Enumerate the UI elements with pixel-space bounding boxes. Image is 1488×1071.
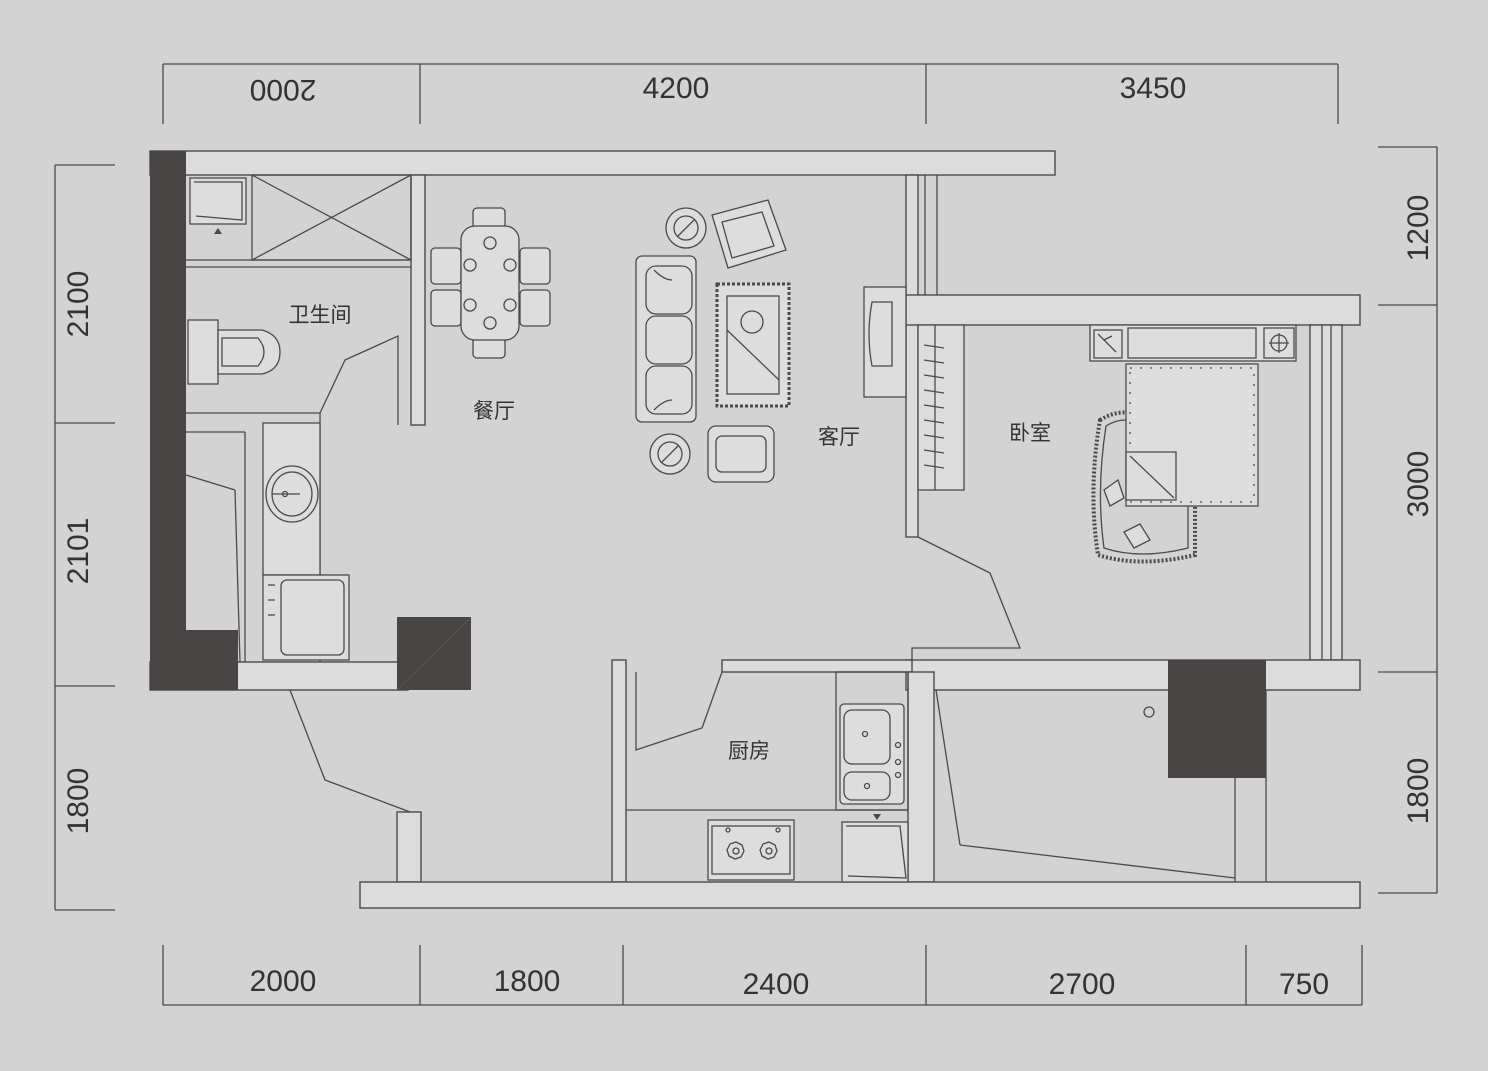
bed-icon bbox=[1125, 363, 1259, 507]
toilet-icon bbox=[187, 319, 281, 385]
dim-bottom-3: 2400 bbox=[743, 968, 810, 1001]
side-table-icon bbox=[649, 433, 691, 475]
sofa-icon bbox=[635, 255, 697, 423]
tv-icon bbox=[863, 286, 907, 398]
armchair-icon bbox=[711, 199, 787, 269]
dim-bottom-2: 1800 bbox=[494, 965, 561, 998]
room-label-bathroom: 卫生间 bbox=[289, 303, 352, 327]
dim-top-1: 2000 bbox=[250, 73, 317, 106]
column-left bbox=[150, 151, 186, 690]
bedroom-furniture bbox=[917, 324, 1297, 564]
dimension-labels: 2000 4200 3450 2000 1800 2400 2700 750 2… bbox=[62, 72, 1435, 1001]
fridge-icon bbox=[841, 814, 909, 883]
dining-table-set bbox=[430, 207, 551, 359]
side-table-icon bbox=[665, 207, 707, 249]
shower-tray bbox=[189, 177, 247, 225]
room-label-bedroom: 卧室 bbox=[1009, 421, 1051, 445]
shower-area bbox=[251, 174, 412, 261]
wardrobe-icon bbox=[917, 324, 965, 491]
sink-icon bbox=[265, 465, 319, 523]
walls bbox=[149, 150, 1361, 909]
dim-bottom-4: 2700 bbox=[1049, 968, 1116, 1001]
dim-left-2: 2101 bbox=[62, 518, 95, 585]
dim-bottom-5: 750 bbox=[1279, 968, 1329, 1001]
dimension-lines bbox=[54, 63, 1438, 1006]
dim-bottom-1: 2000 bbox=[250, 965, 317, 998]
column-right bbox=[1168, 660, 1266, 778]
kitchen-fixtures bbox=[626, 671, 1155, 883]
bathroom-fixtures bbox=[187, 174, 412, 661]
dim-right-1: 1200 bbox=[1402, 195, 1435, 262]
cushion-icon bbox=[1103, 478, 1125, 507]
washing-machine-icon bbox=[262, 574, 350, 661]
room-label-living: 客厅 bbox=[818, 425, 860, 449]
dim-left-3: 1800 bbox=[62, 768, 95, 835]
room-labels: 卫生间 餐厅 客厅 卧室 厨房 bbox=[289, 303, 1052, 763]
dim-top-3: 3450 bbox=[1120, 72, 1187, 105]
phone-icon bbox=[1093, 329, 1123, 359]
lamp-icon bbox=[1263, 327, 1295, 359]
drain-icon bbox=[1143, 706, 1155, 718]
room-label-dining: 餐厅 bbox=[473, 399, 515, 423]
dim-top-2: 4200 bbox=[643, 72, 710, 105]
column-bottom-left bbox=[150, 630, 238, 690]
structural-columns bbox=[150, 151, 1266, 778]
dim-right-3: 1800 bbox=[1402, 758, 1435, 825]
armchair-icon bbox=[707, 425, 775, 483]
double-sink-icon bbox=[839, 703, 905, 805]
coffee-table-icon bbox=[715, 282, 791, 408]
stove-icon bbox=[707, 819, 795, 881]
dim-left-1: 2100 bbox=[62, 271, 95, 338]
living-furniture bbox=[635, 199, 907, 483]
dim-right-2: 3000 bbox=[1402, 451, 1435, 518]
room-label-kitchen: 厨房 bbox=[728, 739, 770, 763]
cushion-icon bbox=[1123, 523, 1151, 549]
